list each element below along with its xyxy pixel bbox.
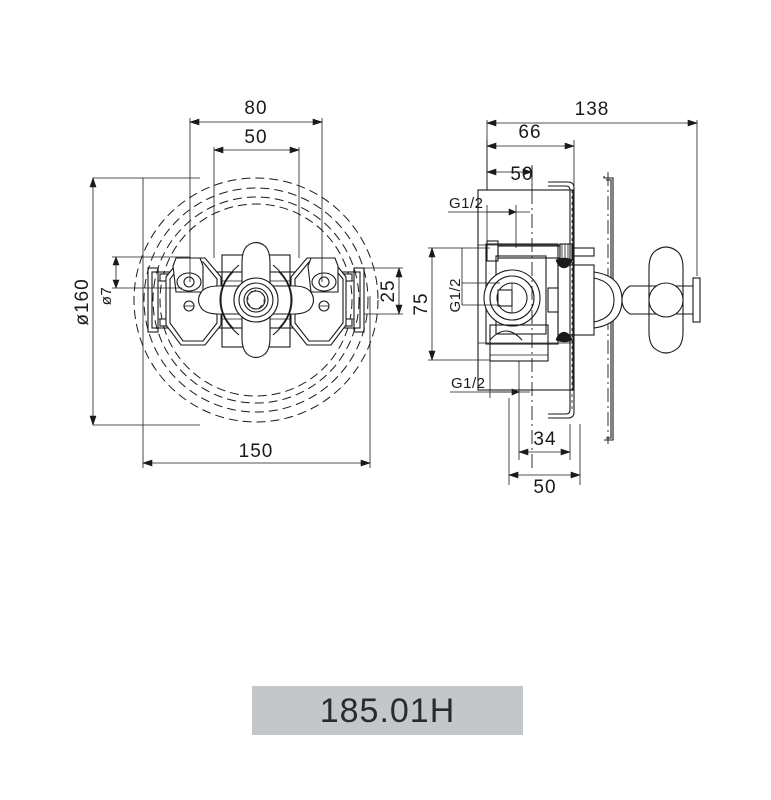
front-cross-handle bbox=[197, 241, 315, 359]
side-bottom-outlet bbox=[489, 324, 549, 362]
side-cover-shell bbox=[548, 181, 575, 419]
dim-label-thread-bottom: G1/2 bbox=[451, 375, 486, 392]
dim-front-150: 150 bbox=[142, 178, 371, 468]
dim-side-66: 66 bbox=[486, 122, 575, 190]
dim-side-thread-mid: G1/2 bbox=[447, 248, 500, 313]
side-port-cylinder bbox=[483, 269, 541, 327]
dim-front-80: 80 bbox=[189, 98, 323, 282]
dim-label-66: 66 bbox=[518, 122, 541, 143]
dim-label-75: 75 bbox=[411, 292, 432, 315]
dim-label-50-side-upper: 50 bbox=[510, 164, 533, 185]
dim-side-138: 138 bbox=[486, 99, 698, 276]
dim-label-80: 80 bbox=[244, 98, 267, 119]
side-cross-handle bbox=[621, 246, 701, 354]
dim-label-50-front: 50 bbox=[244, 127, 267, 148]
dim-front-25: 25 bbox=[364, 267, 403, 315]
dim-label-thread-mid: G1/2 bbox=[447, 278, 464, 313]
dim-side-50-bottom: 50 bbox=[508, 398, 581, 498]
side-seals bbox=[555, 257, 573, 343]
dim-label-hole-7: ø7 bbox=[98, 287, 115, 306]
front-hub-spline bbox=[246, 289, 266, 310]
part-number-label: 185.01H bbox=[319, 691, 456, 730]
dim-front-50: 50 bbox=[213, 127, 300, 258]
front-dashed-circles bbox=[133, 177, 379, 423]
dim-side-75: 75 bbox=[411, 247, 490, 361]
dim-front-hole-7: ø7 bbox=[98, 256, 190, 306]
dim-side-thread-top: G1/2 bbox=[448, 195, 530, 250]
front-mounting-lugs bbox=[172, 257, 339, 293]
dim-label-25: 25 bbox=[378, 279, 399, 302]
dim-label-thread-top: G1/2 bbox=[449, 195, 484, 212]
dim-side-34: 34 bbox=[518, 398, 571, 460]
side-view: 138 66 50 G1/2 bbox=[411, 99, 701, 498]
part-number-plate: 185.01H bbox=[252, 686, 523, 735]
dim-front-diameter-160: ø160 bbox=[72, 177, 200, 426]
front-lower-screws bbox=[183, 300, 330, 312]
dim-label-diameter-160: ø160 bbox=[72, 278, 93, 325]
dim-side-thread-bottom: G1/2 bbox=[450, 361, 530, 398]
dim-label-34: 34 bbox=[533, 429, 556, 450]
dim-label-50-side-bottom: 50 bbox=[533, 477, 556, 498]
dim-label-150: 150 bbox=[239, 441, 274, 462]
dim-label-138: 138 bbox=[575, 99, 610, 120]
dim-side-50-upper: 50 bbox=[486, 164, 533, 190]
side-cover-block bbox=[477, 189, 574, 391]
front-view: 80 50 ø160 ø7 bbox=[72, 98, 403, 468]
